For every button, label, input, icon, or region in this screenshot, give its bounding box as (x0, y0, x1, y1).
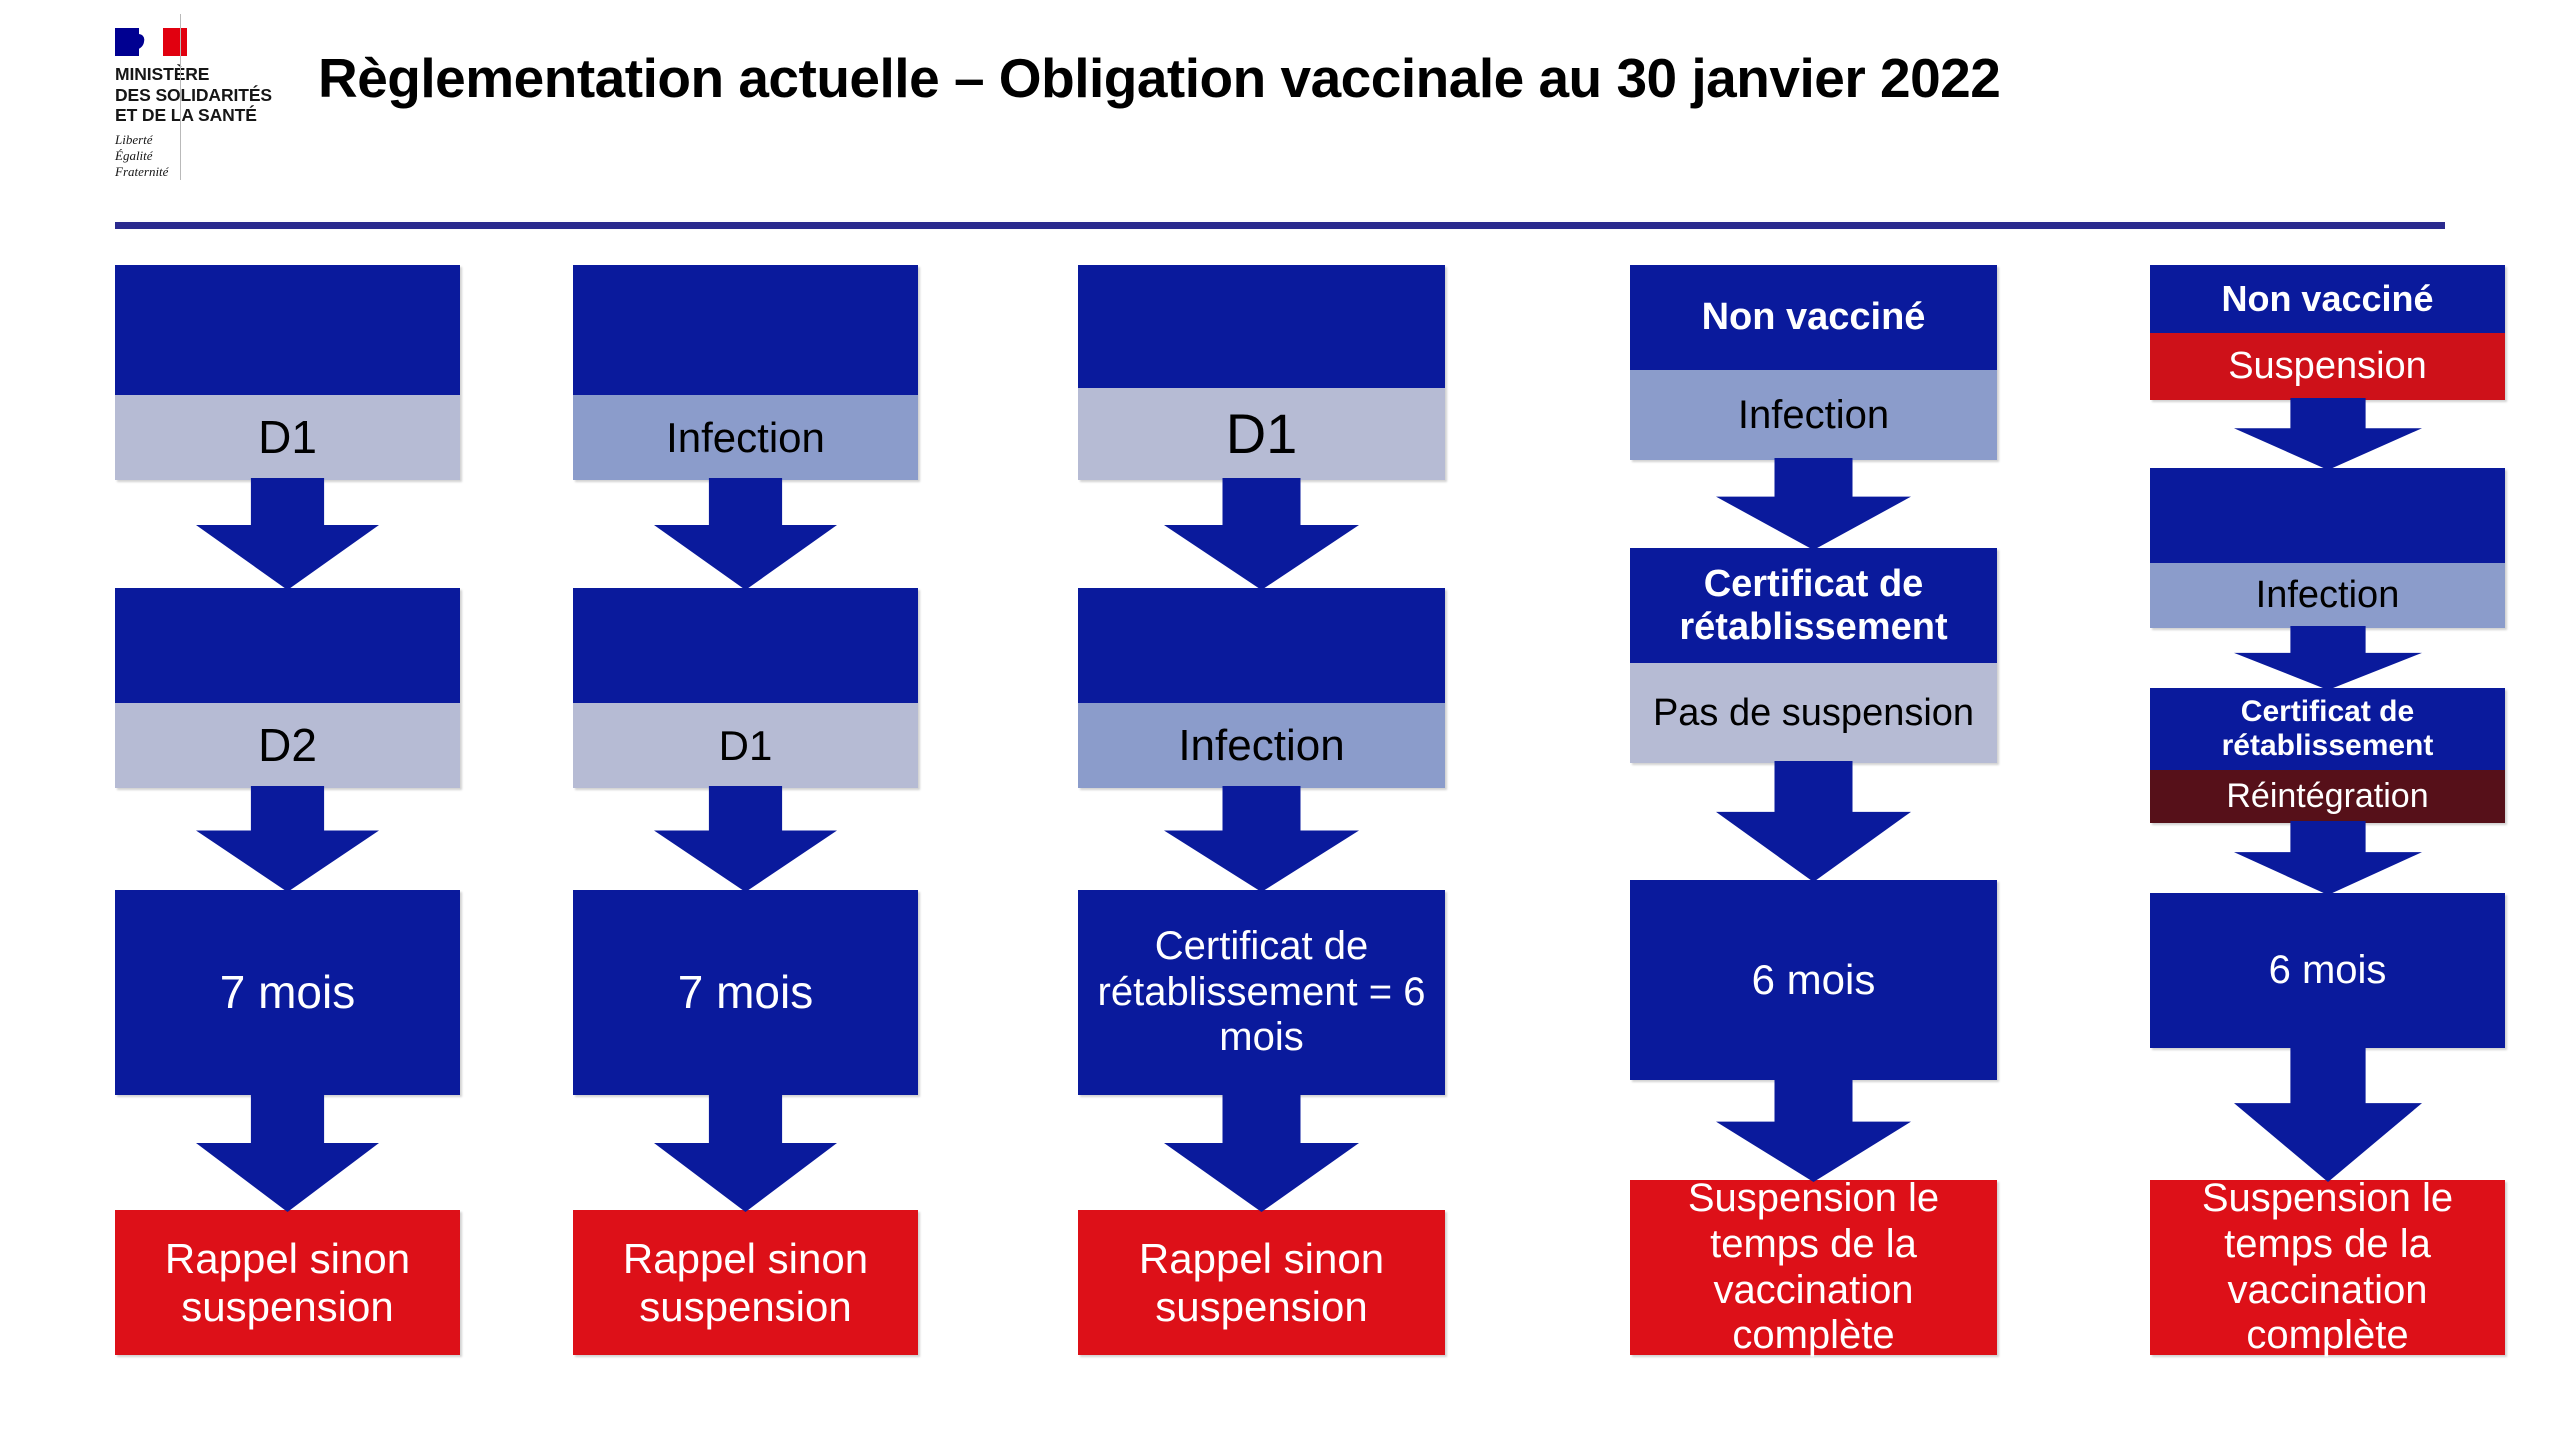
flow-node-strip-label: Réintégration (2150, 770, 2505, 823)
flow-node-duration: Certificat de rétablissement = 6 mois (1078, 890, 1445, 1095)
logo-divider (180, 14, 181, 180)
arrow-down-icon (1164, 478, 1359, 590)
flow-node-outcome: Rappel sinon suspension (1078, 1210, 1445, 1355)
flag-white-band (139, 28, 163, 56)
flow-node-strip-label: Infection (1078, 703, 1445, 788)
flow-node-outcome: Suspension le temps de la vaccination co… (2150, 1176, 2505, 1357)
flow-node-header-label (573, 265, 918, 395)
arrow-down-icon (196, 478, 379, 590)
arrow-down-icon (1716, 1078, 1911, 1182)
flow-node-duration: 7 mois (573, 890, 918, 1095)
flow-node-header-label: Non vacciné (2150, 265, 2505, 333)
ministry-logo: MINISTÈRE DES SOLIDARITÉS ET DE LA SANTÉ… (105, 14, 290, 194)
flow-node-header-label (115, 588, 460, 703)
arrow-down-icon (196, 1093, 379, 1212)
flow-node-strip-label: Pas de suspension (1630, 663, 1997, 763)
arrow-down-icon (1716, 458, 1911, 550)
arrow-down-icon (1716, 761, 1911, 882)
flow-node-strip-label: D1 (115, 395, 460, 480)
flow-node-outcome: Suspension le temps de la vaccination co… (1630, 1176, 1997, 1357)
flag-red-band (163, 28, 187, 56)
arrow-down-icon (654, 786, 837, 892)
flow-node-duration: 6 mois (2150, 893, 2505, 1048)
flow-node-split: D1 (1078, 265, 1445, 480)
flow-node-header-label (1078, 588, 1445, 703)
flow-node-strip-label: Infection (573, 395, 918, 480)
flow-node-strip-label: D2 (115, 703, 460, 788)
flow-node-split: D1 (115, 265, 460, 480)
republic-motto: Liberté Égalité Fraternité (115, 132, 169, 179)
arrow-down-icon (2234, 1046, 2422, 1182)
flow-node-split: Infection (2150, 468, 2505, 628)
flow-node-header-label: Certificat de rétablissement (1630, 548, 1997, 663)
ministry-name: MINISTÈRE DES SOLIDARITÉS ET DE LA SANTÉ (115, 64, 272, 126)
flow-node-header-label: Certificat de rétablissement (2150, 688, 2505, 770)
page-title: Règlementation actuelle – Obligation vac… (318, 47, 2001, 109)
flow-node-strip-label: D1 (1078, 388, 1445, 480)
arrow-down-icon (2234, 821, 2422, 895)
arrow-down-icon (654, 1093, 837, 1212)
page-header: MINISTÈRE DES SOLIDARITÉS ET DE LA SANTÉ… (0, 0, 2560, 200)
flow-node-strip-label: Infection (1630, 370, 1997, 460)
arrow-down-icon (654, 478, 837, 590)
flow-node-split: D2 (115, 588, 460, 788)
flow-node-split: Infection (1078, 588, 1445, 788)
flow-node-strip-label: Suspension (2150, 333, 2505, 400)
flow-node-header-label: Non vacciné (1630, 265, 1997, 370)
flow-node-duration: 7 mois (115, 890, 460, 1095)
arrow-down-icon (196, 786, 379, 892)
flow-node-outcome: Rappel sinon suspension (573, 1210, 918, 1355)
flow-node-header-label (115, 265, 460, 395)
flow-node-header-label (1078, 265, 1445, 388)
flow-node-outcome: Rappel sinon suspension (115, 1210, 460, 1355)
arrow-down-icon (1164, 1093, 1359, 1212)
flow-node-split: Infection (573, 265, 918, 480)
arrow-down-icon (1164, 786, 1359, 892)
flow-node-header-label (573, 588, 918, 703)
arrow-down-icon (2234, 626, 2422, 690)
flow-node-duration: 6 mois (1630, 880, 1997, 1080)
flow-node-strip-label: Infection (2150, 563, 2505, 628)
flow-node-header-label (2150, 468, 2505, 563)
french-flag-icon (115, 28, 187, 56)
flow-node-split: D1 (573, 588, 918, 788)
arrow-down-icon (2234, 398, 2422, 470)
flow-node-strip-label: D1 (573, 703, 918, 788)
title-underline-rule (115, 222, 2445, 229)
